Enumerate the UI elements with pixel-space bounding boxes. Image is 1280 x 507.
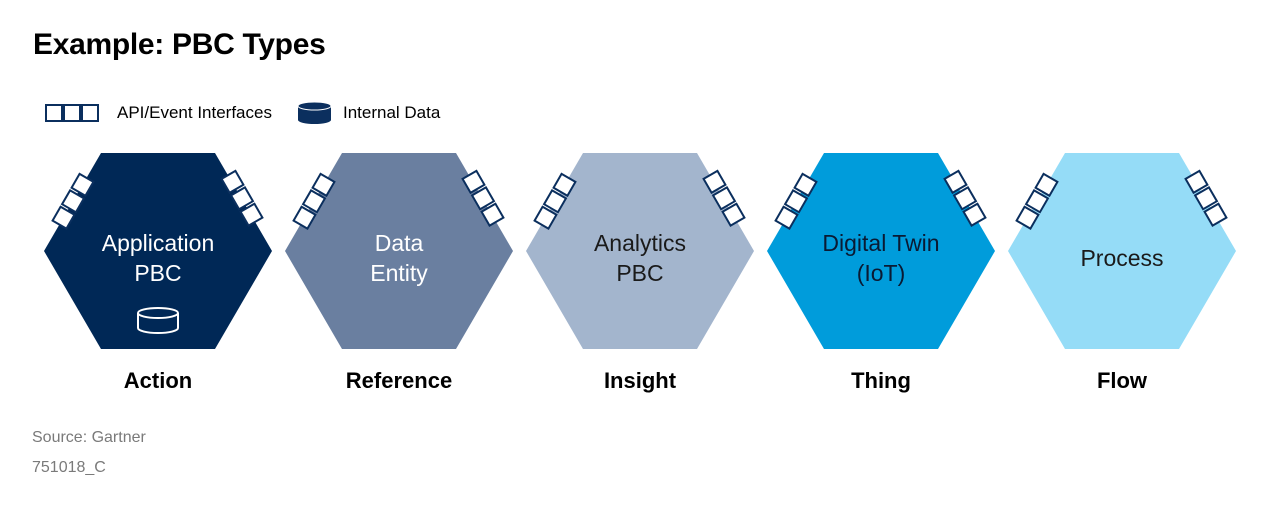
legend-item-internal-data: Internal Data xyxy=(297,101,440,125)
page-title: Example: PBC Types xyxy=(33,28,326,61)
legend-label-internal-data: Internal Data xyxy=(342,103,441,122)
pbc-hexagon-thing xyxy=(767,153,995,349)
interfaces-right-icon xyxy=(943,169,987,228)
legend: API/Event Interfaces Internal Data xyxy=(45,101,440,125)
hexagon-shape xyxy=(767,153,995,349)
legend-label-interfaces: API/Event Interfaces xyxy=(117,103,272,122)
hexagon-shape xyxy=(526,153,754,349)
interface-squares-icon xyxy=(45,104,99,122)
hexagon-shape xyxy=(44,153,272,349)
pbc-hexagon-insight xyxy=(526,153,754,349)
pbc-hexagon-reference xyxy=(285,153,513,349)
pbc-name-line1: Process xyxy=(1080,245,1164,271)
pbc-category-label: Thing xyxy=(851,368,911,393)
pbc-name-line2: PBC xyxy=(616,260,664,286)
interfaces-right-icon xyxy=(702,169,746,228)
figure-code: 751018_C xyxy=(32,459,106,476)
source-text: Source: Gartner xyxy=(32,429,146,446)
pbc-category-label: Flow xyxy=(1096,368,1148,393)
pbc-name-line2: PBC xyxy=(134,260,182,286)
pbc-name-line1: Digital Twin xyxy=(822,230,940,256)
pbc-category-label: Action xyxy=(123,368,193,393)
interfaces-right-icon xyxy=(461,169,505,228)
pbc-hexagon-action xyxy=(44,153,272,349)
pbc-name-line2: Entity xyxy=(370,260,428,286)
interfaces-left-icon xyxy=(533,172,577,231)
database-cylinder-icon xyxy=(297,101,332,124)
legend-item-interfaces: API/Event Interfaces xyxy=(45,103,272,123)
hexagon-shape xyxy=(1008,153,1236,349)
hexagon-shape xyxy=(285,153,513,349)
pbc-name-line1: Analytics xyxy=(593,230,687,256)
interfaces-right-icon xyxy=(1184,169,1228,228)
pbc-hexagon-flow xyxy=(1008,153,1236,349)
interfaces-right-icon xyxy=(220,169,264,228)
interfaces-left-icon xyxy=(1015,172,1059,231)
pbc-diagram xyxy=(44,153,1236,349)
pbc-name-line1: Data xyxy=(374,230,424,256)
pbc-category-label: Insight xyxy=(603,368,677,393)
interfaces-left-icon xyxy=(774,172,818,231)
interfaces-left-icon xyxy=(292,172,336,231)
pbc-name-line1: Application xyxy=(101,230,215,256)
internal-data-icon xyxy=(137,307,179,334)
pbc-category-label: Reference xyxy=(345,368,453,393)
interfaces-left-icon xyxy=(51,172,95,231)
pbc-name-line2: (IoT) xyxy=(856,260,906,286)
